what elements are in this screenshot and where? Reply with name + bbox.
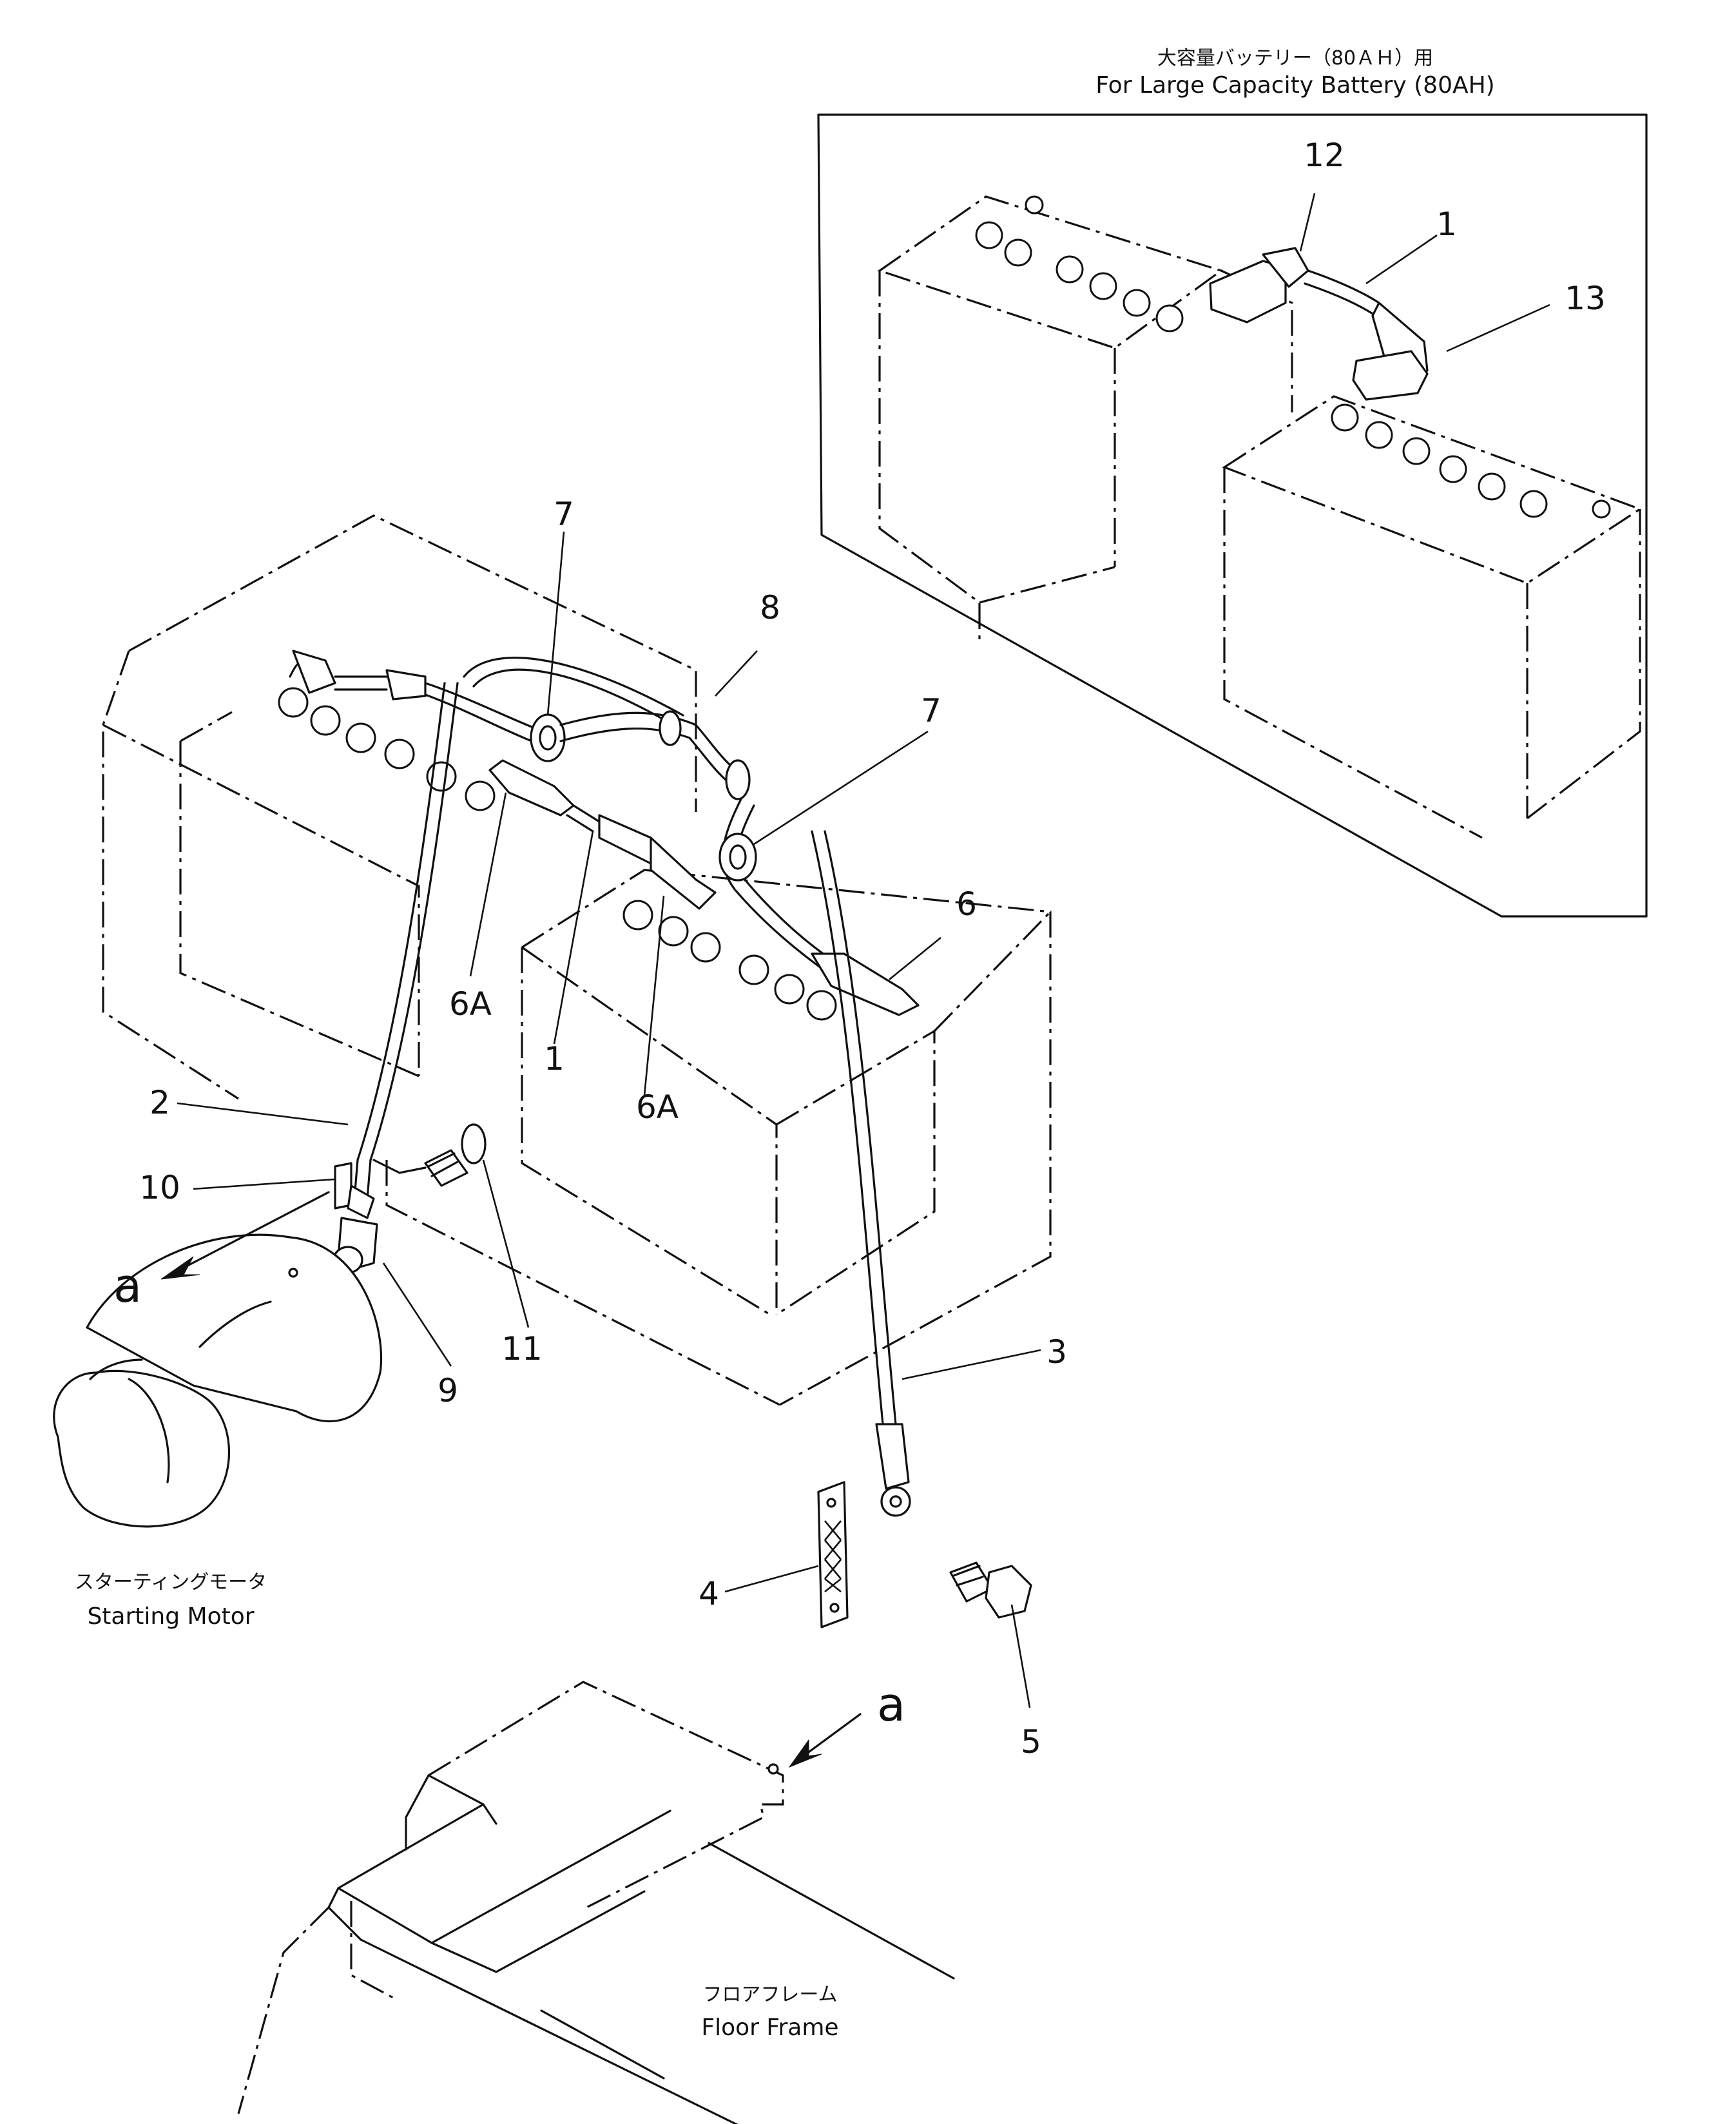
callout-13: 13	[1565, 280, 1606, 317]
callout-8: 8	[760, 589, 780, 626]
bolt-11	[372, 1123, 487, 1187]
callout-6a-left: 6A	[449, 985, 492, 1023]
view-arrow-a-right	[788, 1713, 862, 1768]
callout-5: 5	[1021, 1723, 1041, 1761]
component-labels: スターティングモータ Starting Motor フロアフレーム Floor …	[75, 1571, 839, 2041]
main-cables	[289, 650, 920, 1517]
leader-lines	[177, 193, 1550, 1708]
inset-battery-front	[1222, 395, 1643, 839]
callout-4: 4	[699, 1575, 719, 1612]
inset-frame	[817, 113, 1648, 918]
callout-3: 3	[1046, 1333, 1067, 1371]
callout-1-inset: 1	[1436, 206, 1457, 243]
inset-caption-en: For Large Capacity Battery (80AH)	[1095, 72, 1494, 99]
starting-motor-label-jp: スターティングモータ	[75, 1571, 267, 1594]
plate-4	[817, 1481, 849, 1628]
main-battery-left	[102, 514, 697, 1100]
starting-motor	[53, 1233, 383, 1528]
callout-10: 10	[139, 1169, 180, 1206]
callout-12: 12	[1304, 137, 1345, 174]
callout-7-upper: 7	[554, 496, 574, 533]
floor-frame	[237, 1681, 955, 2124]
callout-1-main: 1	[544, 1040, 564, 1077]
view-marker-a-left: a	[113, 1259, 142, 1313]
clamp-10-and-terminal-9	[333, 1162, 378, 1274]
callout-11: 11	[501, 1330, 543, 1367]
callout-7-right: 7	[921, 692, 941, 729]
callout-2: 2	[149, 1084, 170, 1121]
inset-caption-jp: 大容量バッテリー（80ＡＨ）用	[1157, 47, 1433, 70]
view-arrow-a-left	[160, 1191, 330, 1280]
callout-labels: 12 1 13 7 8 7 6 6A 1 6A 2 10 11 9 3 4 5 …	[113, 137, 1606, 1761]
inset-battery-back	[877, 195, 1293, 644]
starting-motor-label-en: Starting Motor	[87, 1603, 254, 1630]
bolt-5	[949, 1561, 1032, 1619]
inset-jumper-cable	[1209, 247, 1429, 401]
view-marker-a-right: a	[877, 1677, 905, 1732]
main-battery-right	[385, 869, 1052, 1406]
large-capacity-battery-inset: 大容量バッテリー（80ＡＨ）用 For Large Capacity Batte…	[817, 47, 1648, 918]
callout-6a-center: 6A	[636, 1088, 679, 1126]
floor-frame-label-en: Floor Frame	[701, 2014, 838, 2041]
callout-6: 6	[956, 885, 977, 923]
callout-9: 9	[438, 1372, 458, 1409]
floor-frame-label-jp: フロアフレーム	[702, 1984, 837, 2006]
